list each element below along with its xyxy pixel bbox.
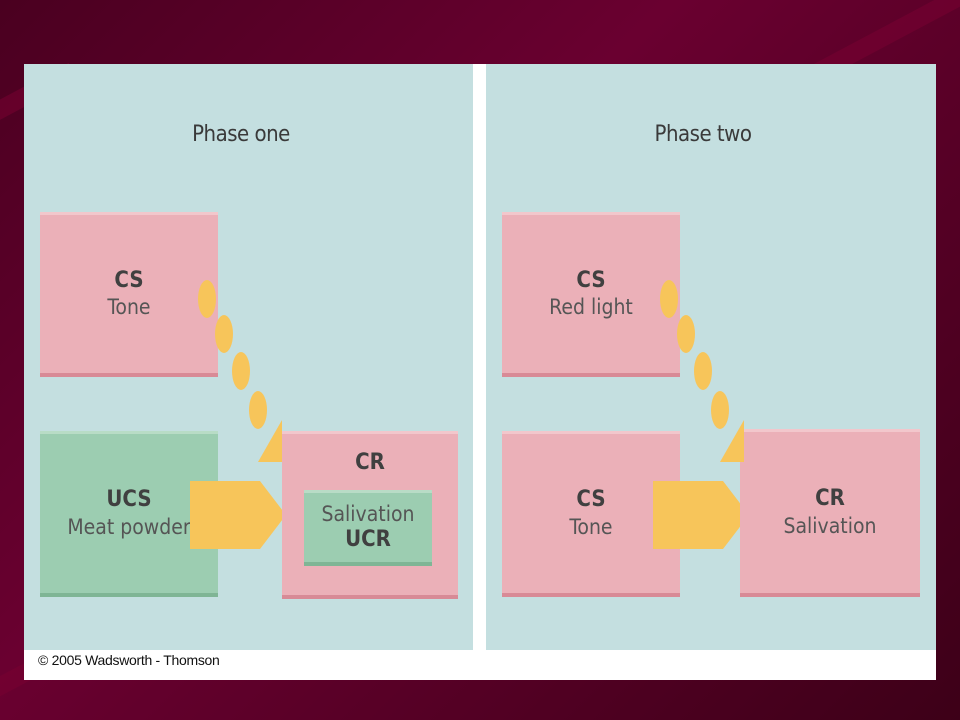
phase-two-cs-to-cr-arrow bbox=[653, 481, 749, 549]
phase-one-panel: Phase one CS Tone UCS Meat powder CR Sal… bbox=[24, 64, 473, 650]
phase-two-cs-red-light-box: CS Red light bbox=[502, 212, 680, 377]
phase-two-dot bbox=[711, 391, 729, 429]
phase-one-cs-label: CS bbox=[114, 267, 144, 293]
phase-one-dot bbox=[232, 352, 250, 390]
phase-two-dot bbox=[694, 352, 712, 390]
phase-two-cr-label: CR bbox=[815, 486, 845, 512]
phase-one-dot bbox=[198, 280, 216, 318]
phase-one-ucs-value: Meat powder bbox=[67, 514, 191, 539]
phase-one-cr-label: CR bbox=[355, 450, 385, 475]
phase-two-cs-tone-box: CS Tone bbox=[502, 431, 680, 597]
phase-one-ucs-label: UCS bbox=[106, 487, 152, 513]
phase-two-cs-tone-label: CS bbox=[576, 487, 606, 513]
phase-two-cs-tone-value: Tone bbox=[569, 514, 613, 539]
phase-two-cr-box: CR Salivation bbox=[740, 429, 920, 597]
phase-two-title: Phase two bbox=[654, 122, 752, 147]
copyright-notice: © 2005 Wadsworth - Thomson bbox=[38, 652, 220, 668]
phase-two-cs-label: CS bbox=[576, 267, 606, 293]
phase-one-cs-value: Tone bbox=[107, 295, 151, 320]
phase-one-dotted-arrow-head bbox=[258, 420, 282, 462]
phase-one-dot bbox=[249, 391, 267, 429]
phase-one-ucs-box: UCS Meat powder bbox=[40, 431, 218, 597]
phase-one-title: Phase one bbox=[192, 122, 290, 147]
phase-two-panel: Phase two CS Red light CS Tone CR Saliva… bbox=[486, 64, 936, 650]
phase-one-dot bbox=[215, 315, 233, 353]
phase-one-ucr-label: UCR bbox=[345, 527, 391, 553]
phase-two-dot bbox=[660, 280, 678, 318]
phase-one-cr-box: CR Salivation UCR bbox=[282, 431, 458, 599]
phase-one-ucr-box: Salivation UCR bbox=[304, 490, 432, 566]
phase-two-dot bbox=[677, 315, 695, 353]
phase-one-ucs-to-cr-arrow bbox=[190, 481, 286, 549]
phase-two-dotted-arrow-head bbox=[720, 420, 744, 462]
phase-one-cs-box: CS Tone bbox=[40, 212, 218, 377]
phase-two-cr-value: Salivation bbox=[783, 513, 877, 538]
phase-two-cs-value: Red light bbox=[549, 295, 633, 320]
phase-one-ucr-value: Salivation bbox=[321, 502, 415, 527]
slide-frame: Phase one CS Tone UCS Meat powder CR Sal… bbox=[24, 64, 936, 680]
